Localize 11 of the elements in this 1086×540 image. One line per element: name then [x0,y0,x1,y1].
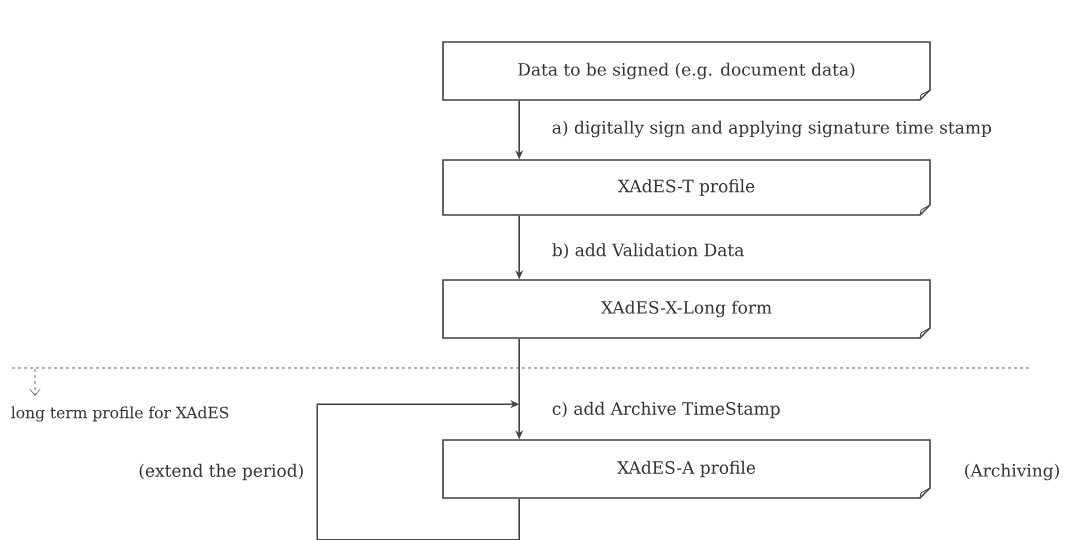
document-box: Data to be signed (e.g. document data) [442,41,931,101]
edge-label: b) add Validation Data [552,243,744,259]
document-box: XAdES-X-Long form [442,279,931,339]
note-text: long term profile for XAdES [11,406,229,422]
edge-label: c) add Archive TimeStamp [552,401,780,419]
arrow [316,400,520,540]
edge-label: a) digitally sign and applying signature time stamp [552,120,991,138]
document-box: XAdES-A profile [442,439,931,499]
edge-label: (extend the period) [139,463,303,481]
side-note: (Archiving) [965,463,1059,481]
document-box: XAdES-T profile [442,159,931,216]
